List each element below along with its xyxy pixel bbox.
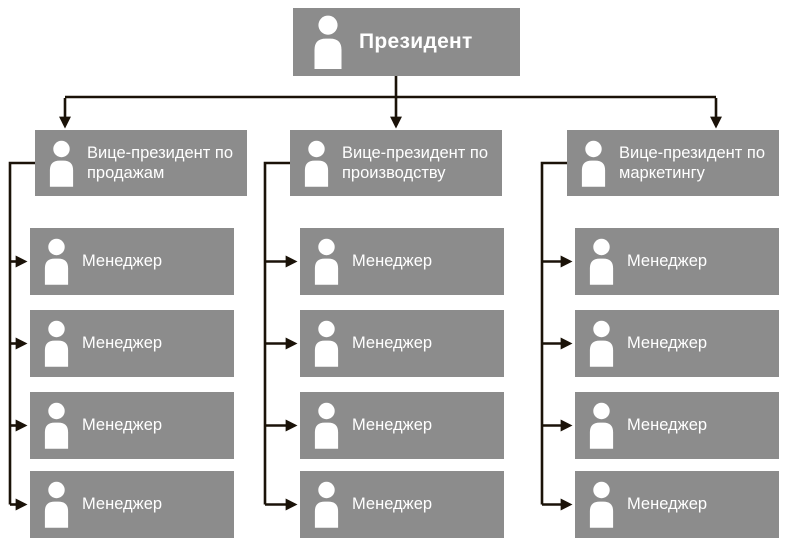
- node-label: Менеджер: [627, 416, 708, 435]
- node-label: Вице-президент по продажам: [87, 143, 234, 182]
- person-icon: [314, 15, 342, 69]
- person-icon: [44, 238, 69, 285]
- node-manager: Менеджер: [575, 228, 779, 295]
- node-manager: Менеджер: [575, 392, 779, 459]
- node-vp-marketing: Вице-президент по маркетингу: [567, 130, 779, 196]
- person-icon: [589, 402, 614, 449]
- node-manager: Менеджер: [575, 310, 779, 377]
- node-manager: Менеджер: [300, 310, 504, 377]
- node-label: Вице-президент по маркетингу: [619, 143, 766, 182]
- person-icon: [49, 140, 74, 187]
- node-label: Менеджер: [627, 495, 708, 514]
- node-label: Менеджер: [352, 334, 433, 353]
- node-manager: Менеджер: [300, 228, 504, 295]
- person-icon: [44, 402, 69, 449]
- node-manager: Менеджер: [575, 471, 779, 538]
- node-label: Менеджер: [627, 334, 708, 353]
- person-icon: [44, 481, 69, 528]
- node-label: Менеджер: [627, 252, 708, 271]
- node-vp-production: Вице-президент по производству: [290, 130, 502, 196]
- person-icon: [44, 320, 69, 367]
- node-label: Президент: [359, 30, 473, 54]
- node-label: Менеджер: [82, 252, 163, 271]
- person-icon: [589, 320, 614, 367]
- node-label: Менеджер: [352, 495, 433, 514]
- node-label: Менеджер: [82, 416, 163, 435]
- person-icon: [314, 402, 339, 449]
- node-manager: Менеджер: [30, 392, 234, 459]
- node-label: Вице-президент по производству: [342, 143, 489, 182]
- person-icon: [589, 481, 614, 528]
- person-icon: [304, 140, 329, 187]
- node-label: Менеджер: [82, 495, 163, 514]
- node-label: Менеджер: [352, 416, 433, 435]
- node-manager: Менеджер: [300, 392, 504, 459]
- node-vp-sales: Вице-президент по продажам: [35, 130, 247, 196]
- node-manager: Менеджер: [30, 471, 234, 538]
- person-icon: [314, 481, 339, 528]
- node-label: Менеджер: [352, 252, 433, 271]
- node-label: Менеджер: [82, 334, 163, 353]
- node-manager: Менеджер: [30, 310, 234, 377]
- person-icon: [581, 140, 606, 187]
- person-icon: [314, 238, 339, 285]
- person-icon: [314, 320, 339, 367]
- node-president: Президент: [293, 8, 520, 76]
- node-manager: Менеджер: [300, 471, 504, 538]
- node-manager: Менеджер: [30, 228, 234, 295]
- person-icon: [589, 238, 614, 285]
